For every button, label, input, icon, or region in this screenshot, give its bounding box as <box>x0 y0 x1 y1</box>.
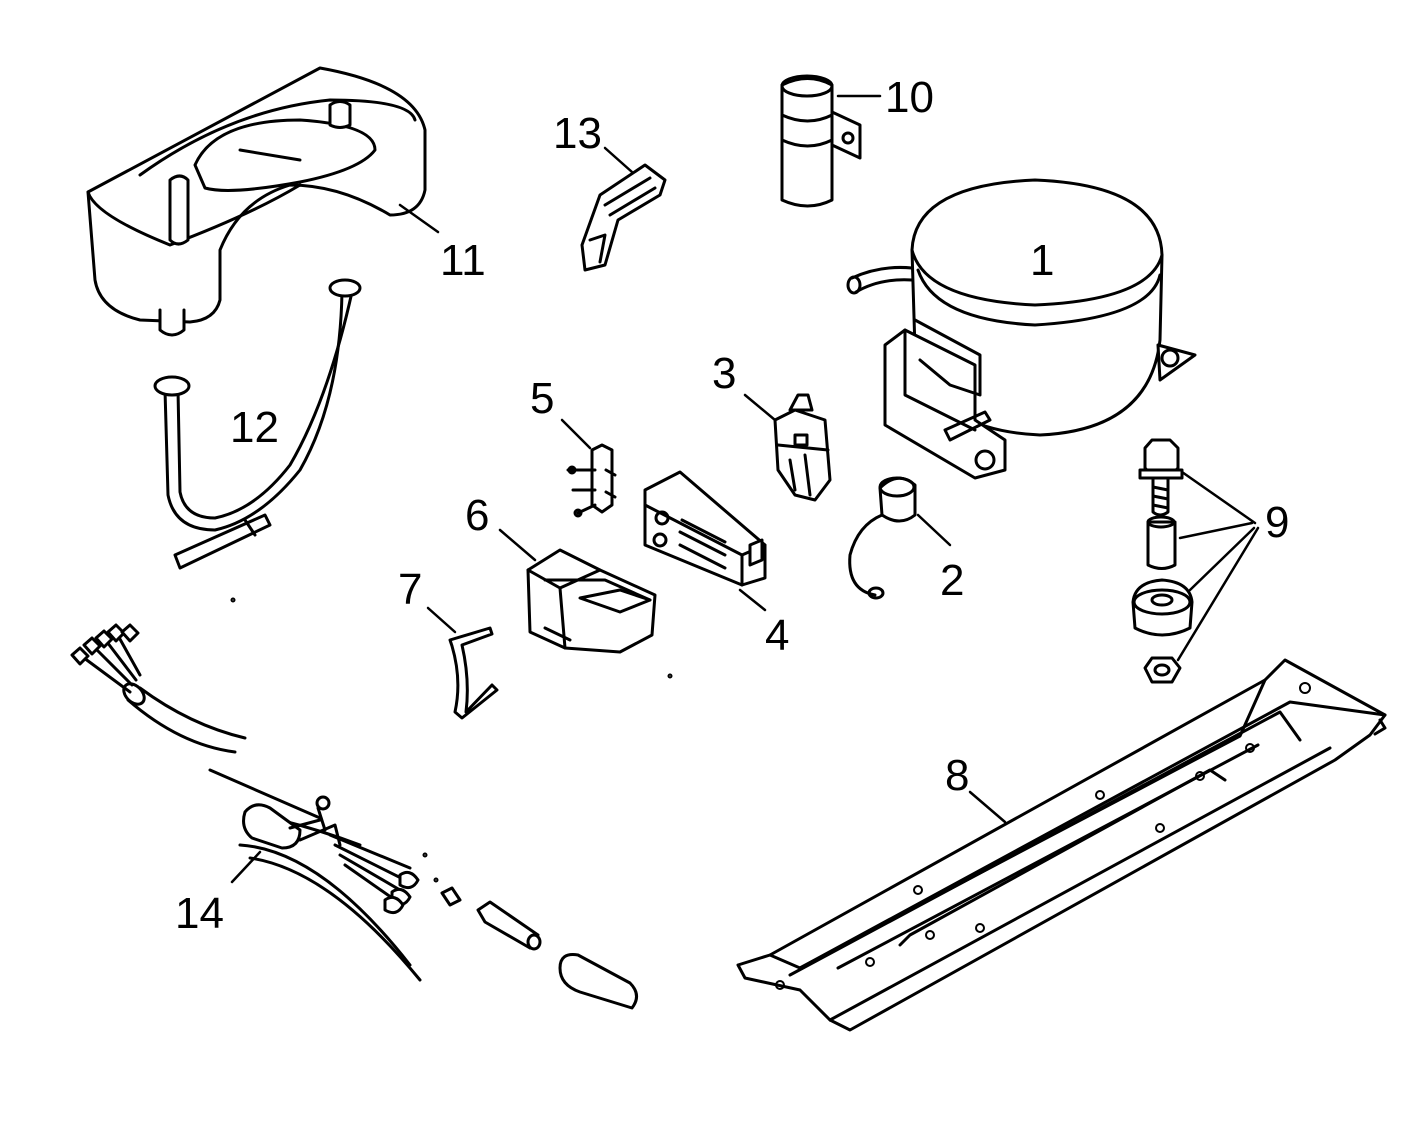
part-label-6: 6 <box>465 491 489 540</box>
part-label-7: 7 <box>398 565 422 614</box>
grommet-part <box>848 476 917 600</box>
part-label-14: 14 <box>175 889 224 938</box>
part-label-11: 11 <box>440 236 486 285</box>
retaining-clip-part <box>566 443 617 518</box>
part-label-3: 3 <box>712 349 736 398</box>
part-label-12: 12 <box>230 403 279 452</box>
part-label-5: 5 <box>530 374 554 423</box>
part-label-9: 9 <box>1265 498 1289 547</box>
part-label-2: 2 <box>940 556 964 605</box>
part-label-1: 1 <box>1030 236 1054 285</box>
mounting-hardware-part <box>1131 438 1194 684</box>
spring-clip-part <box>448 626 499 720</box>
terminal-clip-part <box>580 163 667 272</box>
part-label-8: 8 <box>945 751 969 800</box>
power-cord-part <box>70 623 638 1010</box>
part-label-10: 10 <box>885 73 934 122</box>
drain-tube-part <box>153 278 362 570</box>
thermal-protector-part <box>773 393 832 502</box>
capacitor-part <box>780 74 862 208</box>
terminal-cover-part <box>526 548 657 654</box>
drip-tray-part <box>86 66 427 337</box>
part-label-4: 4 <box>765 611 789 660</box>
compressor-part <box>846 178 1197 480</box>
mounting-rail-part <box>736 658 1387 1032</box>
relay-part <box>643 470 767 587</box>
part-label-13: 13 <box>553 109 602 158</box>
